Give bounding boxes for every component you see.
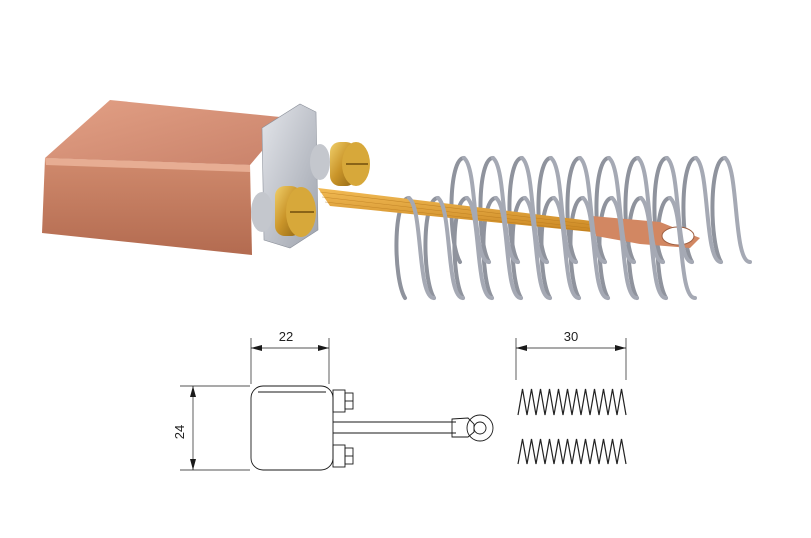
- copper-block-front: [42, 158, 252, 255]
- dim-width-arrow-left: [251, 345, 262, 351]
- spring-coil: [523, 196, 552, 300]
- dim-width-label: 22: [279, 329, 293, 344]
- spring-coil: [710, 156, 727, 264]
- brass-screw-upper: [310, 142, 370, 186]
- spring-coil: [723, 156, 752, 264]
- drawing-spring-lower: [517, 438, 627, 465]
- spring-coil: [510, 196, 527, 300]
- spring-coil: [568, 196, 585, 300]
- drawing-spring-upper: [517, 388, 627, 416]
- copper-block-top: [45, 100, 290, 165]
- spring-coil: [452, 196, 469, 300]
- brass-screw-lower: [251, 186, 316, 237]
- spring-coil: [436, 196, 465, 300]
- spring-coil: [610, 196, 639, 300]
- dim-spring-arrow-left: [516, 345, 527, 351]
- drawing-lug-eye: [466, 414, 494, 442]
- spring-coil: [597, 196, 614, 300]
- spring-coil: [626, 196, 643, 300]
- drawing-screw-lower: [332, 444, 354, 468]
- spring-coil: [639, 196, 668, 300]
- spring-coil: [581, 196, 610, 300]
- drawing-lug-hole: [473, 421, 487, 435]
- spring-coil: [694, 156, 723, 264]
- spring-coil: [465, 196, 494, 300]
- spring-coil: [655, 196, 672, 300]
- dim-width-arrow-right: [318, 345, 329, 351]
- dim-height-label: 24: [172, 425, 187, 439]
- spring-coil: [668, 196, 697, 300]
- spring-coil: [423, 196, 440, 300]
- spring-coil: [539, 196, 556, 300]
- dim-spring-arrow-right: [615, 345, 626, 351]
- dim-spring-label: 30: [564, 329, 578, 344]
- drawing-brush-body: [250, 385, 334, 471]
- spring-coil: [681, 156, 698, 264]
- carbon-brush-render: [42, 100, 752, 300]
- drawing-screw-upper: [332, 389, 354, 413]
- technical-drawing: 22 24 30: [172, 329, 627, 471]
- dim-height-arrow-bottom: [190, 459, 196, 470]
- spring-coil: [481, 196, 498, 300]
- spring-back: [394, 156, 727, 300]
- spring-coil: [494, 196, 523, 300]
- drawing-lug: [451, 417, 475, 438]
- spring-coil: [552, 196, 581, 300]
- copper-block-edge: [45, 158, 250, 172]
- dim-height-arrow-top: [190, 386, 196, 397]
- spring-front: [407, 156, 752, 300]
- spring-coil: [407, 196, 436, 300]
